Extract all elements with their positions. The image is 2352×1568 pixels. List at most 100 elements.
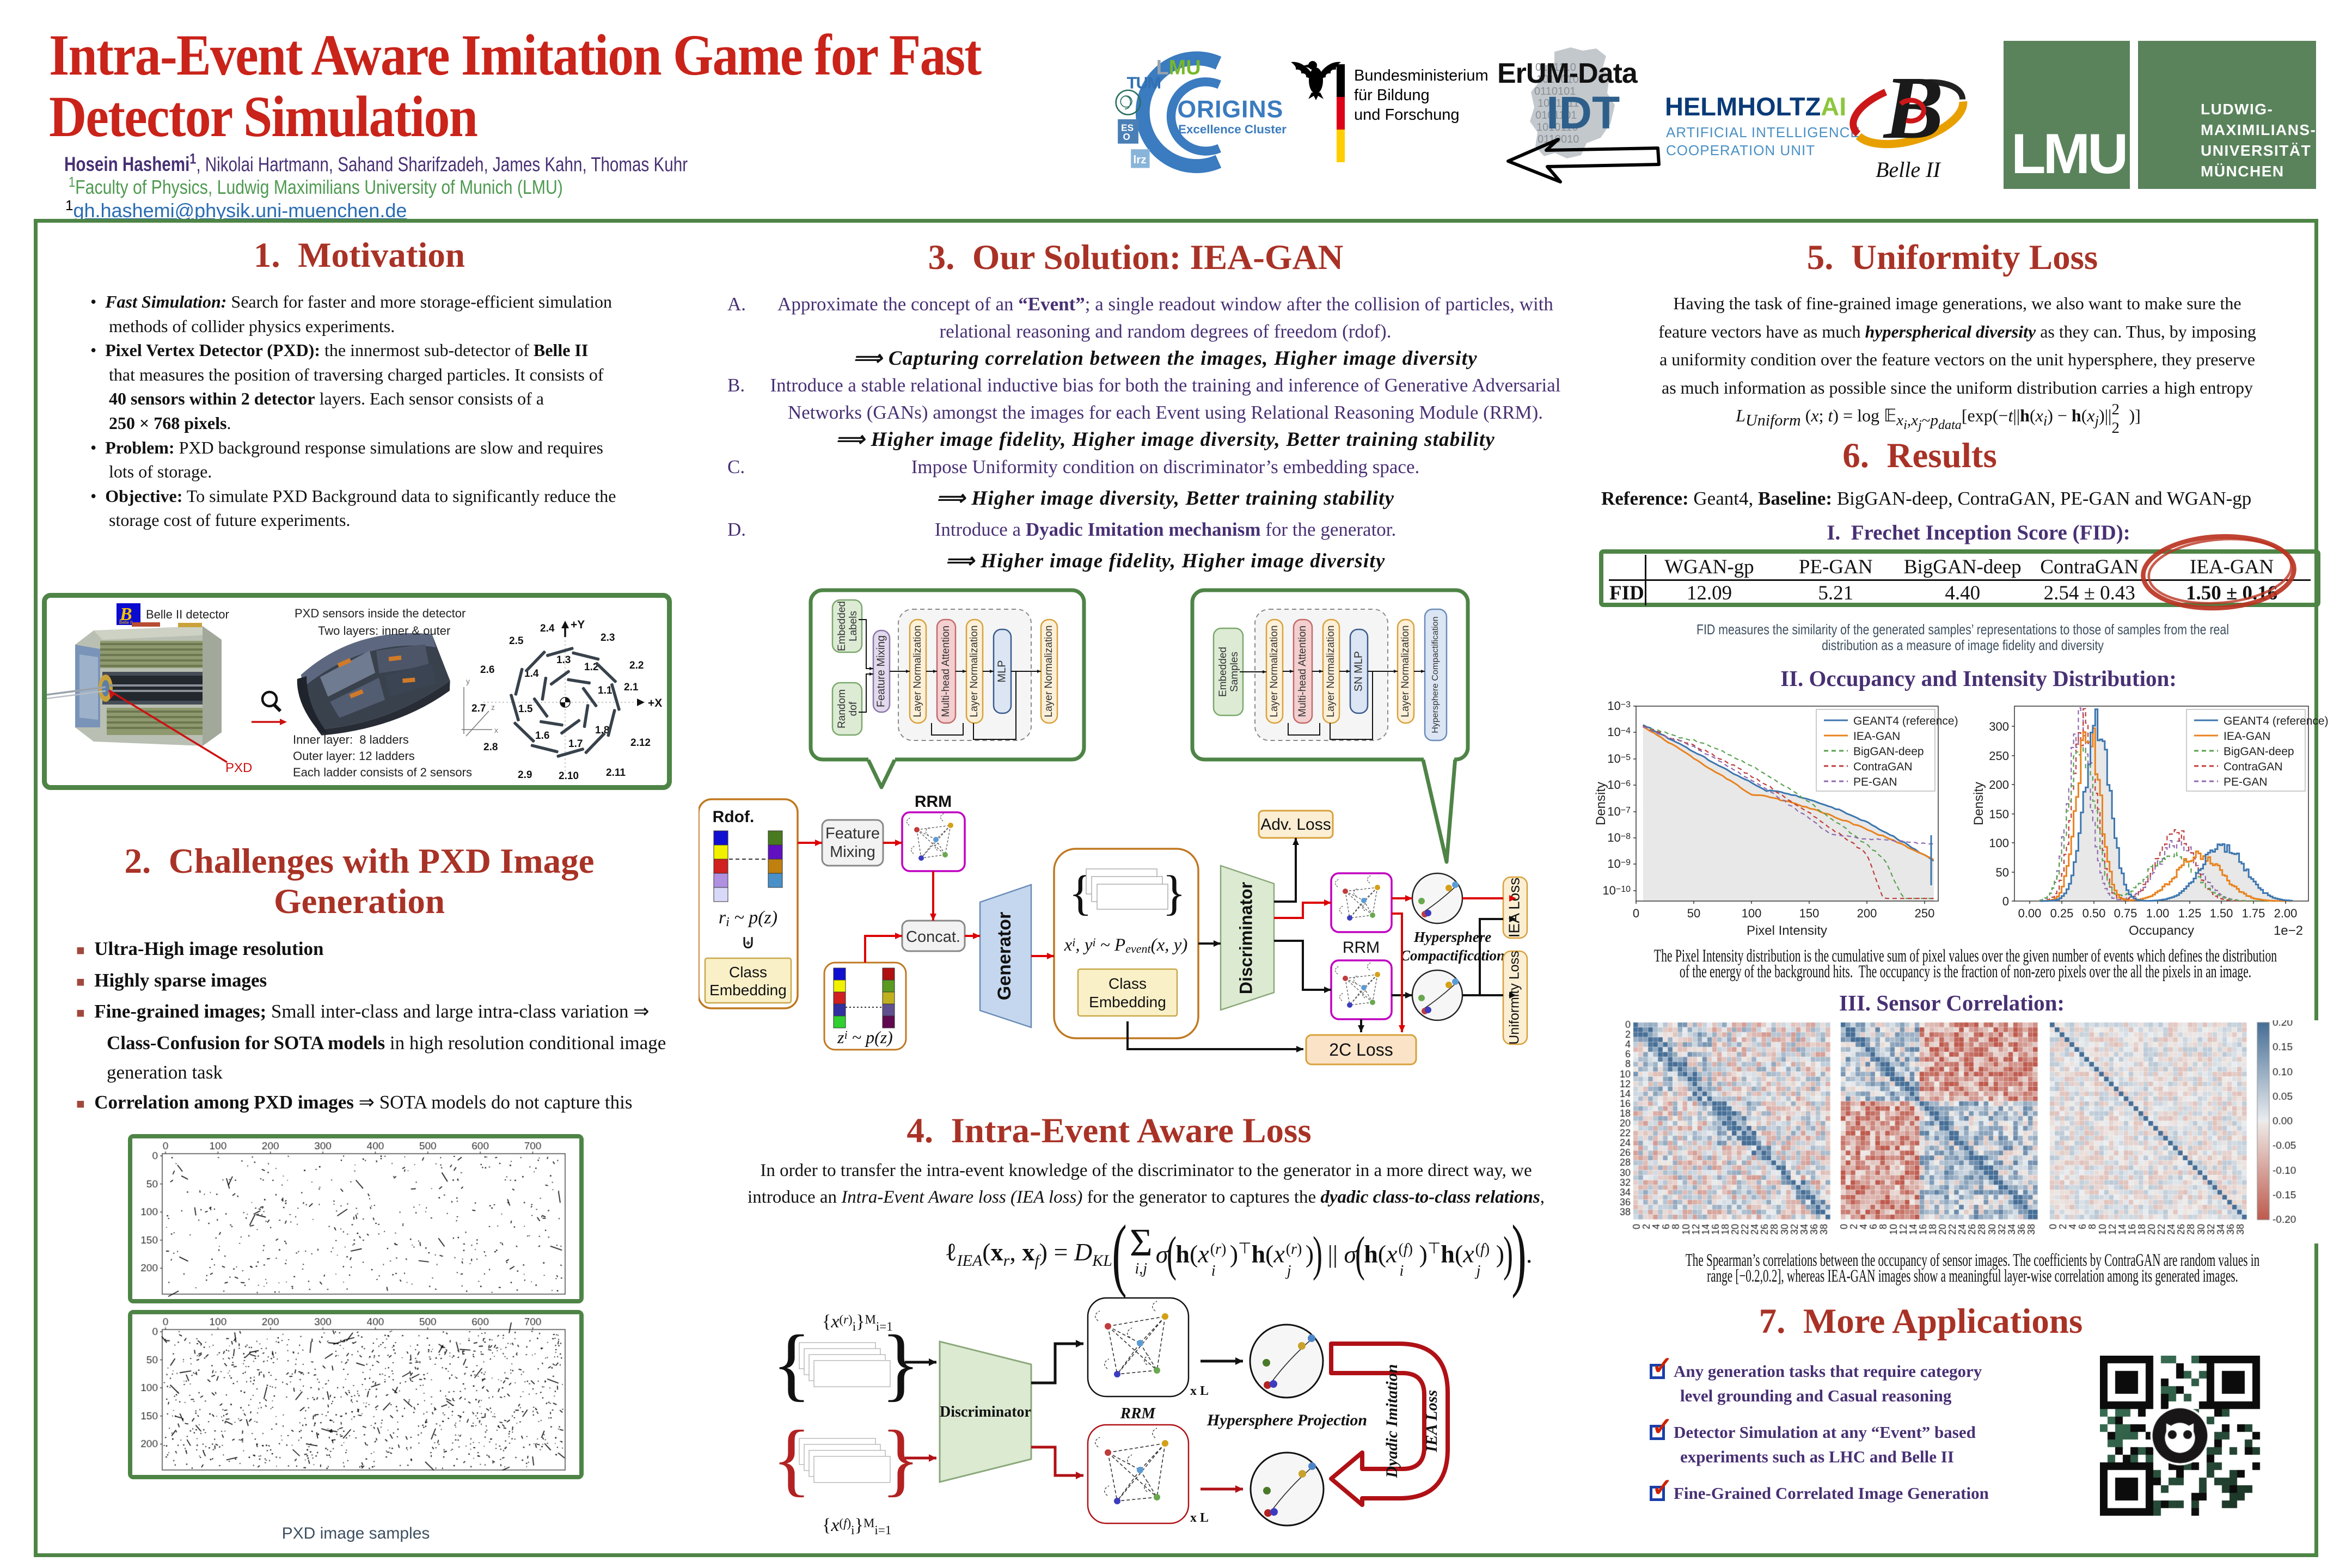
svg-text:lrz: lrz	[1133, 154, 1146, 166]
svg-text:2.2: 2.2	[629, 660, 644, 671]
svg-text:Concat.: Concat.	[906, 928, 960, 946]
svg-text:Dyadic Imitation: Dyadic Imitation	[1383, 1364, 1401, 1478]
svg-text:Occupancy: Occupancy	[2129, 923, 2194, 938]
svg-text:B: B	[119, 604, 132, 624]
svg-text:Discriminator: Discriminator	[940, 1404, 1031, 1420]
svg-text:Embedded: Embedded	[1217, 647, 1229, 697]
svg-text:2.6: 2.6	[480, 664, 494, 676]
svg-text:x: x	[494, 726, 498, 734]
svg-text:0.50: 0.50	[2082, 906, 2106, 920]
svg-text:Each ladder consists of 2 sens: Each ladder consists of 2 sensors	[293, 765, 472, 779]
svg-text:+X: +X	[648, 697, 662, 709]
svg-text:IEA-GAN: IEA-GAN	[1853, 730, 1900, 743]
svg-text:IEA Loss: IEA Loss	[1423, 1390, 1441, 1453]
svg-text:2.00: 2.00	[2274, 906, 2298, 920]
svg-text:⊎: ⊎	[741, 930, 755, 953]
svg-text:150: 150	[1799, 906, 1820, 920]
svg-text:ES: ES	[1121, 122, 1134, 133]
svg-text:ContraGAN: ContraGAN	[1853, 761, 1913, 773]
svg-text:Hypersphere: Hypersphere	[1413, 929, 1491, 945]
svg-text:TUM: TUM	[1126, 73, 1160, 92]
svg-text:Density: Density	[1595, 782, 1608, 825]
svg-text:2.5: 2.5	[509, 635, 524, 647]
svg-text:{x(r)i}Mi=1: {x(r)i}Mi=1	[822, 1312, 893, 1333]
svg-text:B: B	[1883, 58, 1944, 157]
svg-text:O: O	[1123, 131, 1130, 142]
svg-text:PE-GAN: PE-GAN	[1853, 776, 1897, 788]
svg-text:1.00: 1.00	[2146, 906, 2170, 920]
svg-text:HELMHOLTZAI: HELMHOLTZAI	[1665, 92, 1846, 121]
svg-text:250: 250	[1915, 906, 1935, 920]
svg-text:MAXIMILIANS-: MAXIMILIANS-	[2201, 121, 2316, 138]
svg-text:LMU: LMU	[1156, 57, 1201, 79]
svg-text:x L: x L	[1190, 1384, 1209, 1398]
svg-text:50: 50	[1687, 906, 1700, 920]
svg-text:BigGAN-deep: BigGAN-deep	[2224, 745, 2294, 758]
svg-text:xi, yi ~ Pevent(x, y): xi, yi ~ Pevent(x, y)	[1064, 935, 1188, 955]
svg-text:Belle II: Belle II	[119, 620, 132, 625]
svg-text:Hypersphere Compactification: Hypersphere Compactification	[1431, 616, 1440, 733]
svg-text:Rdof.: Rdof.	[713, 808, 755, 826]
svg-text:GEANT4 (reference): GEANT4 (reference)	[2224, 715, 2329, 727]
svg-text:Samples: Samples	[1229, 652, 1240, 692]
svg-text:PE-GAN: PE-GAN	[2224, 776, 2268, 788]
svg-text:Layer Normalization: Layer Normalization	[969, 626, 980, 718]
svg-text:0101110: 0101110	[1535, 62, 1576, 74]
svg-text:1.75: 1.75	[2242, 906, 2265, 920]
svg-text:Multi-head Attention: Multi-head Attention	[1297, 626, 1308, 717]
svg-text:Discriminator: Discriminator	[1236, 882, 1255, 994]
svg-text:Embedding: Embedding	[1089, 994, 1166, 1010]
svg-text:10−4: 10−4	[1607, 725, 1631, 739]
svg-text:COOPERATION UNIT: COOPERATION UNIT	[1666, 142, 1815, 158]
svg-text:Layer Normalization: Layer Normalization	[1043, 626, 1055, 718]
svg-text:x L: x L	[1190, 1511, 1209, 1525]
svg-text:Outer layer: 12 ladders: Outer layer: 12 ladders	[293, 749, 415, 763]
svg-text:0101101: 0101101	[1535, 109, 1577, 121]
svg-text:dof: dof	[848, 701, 859, 716]
svg-text:MLP: MLP	[996, 660, 1008, 682]
svg-text:ORIGINS: ORIGINS	[1177, 96, 1283, 123]
svg-text:Belle II: Belle II	[1876, 157, 1941, 182]
svg-text:0.75: 0.75	[2114, 906, 2137, 920]
svg-text:{x(f)i}Mi=1: {x(f)i}Mi=1	[822, 1515, 891, 1537]
svg-text:Layer Normalization: Layer Normalization	[912, 626, 923, 718]
svg-text:1.1: 1.1	[598, 685, 612, 696]
svg-text:2.1: 2.1	[624, 682, 639, 693]
svg-text:Class: Class	[729, 964, 767, 981]
svg-text:200: 200	[1857, 906, 1877, 920]
svg-text:10−6: 10−6	[1607, 778, 1631, 792]
svg-text:2.12: 2.12	[630, 737, 651, 749]
svg-text:Embedding: Embedding	[709, 982, 787, 999]
svg-text:1.7: 1.7	[568, 738, 583, 750]
svg-text:für Bildung: für Bildung	[1354, 87, 1430, 104]
svg-text:250: 250	[1989, 749, 2009, 763]
svg-text:Layer Normalization: Layer Normalization	[1400, 626, 1411, 718]
svg-text:Multi-head Attention: Multi-head Attention	[940, 626, 952, 717]
svg-text:0.25: 0.25	[2050, 906, 2074, 920]
svg-text:Class: Class	[1108, 975, 1147, 992]
svg-text:Bundesministerium: Bundesministerium	[1354, 67, 1489, 84]
svg-text:100: 100	[1742, 906, 1762, 920]
svg-text:Layer Normalization: Layer Normalization	[1269, 626, 1280, 718]
svg-text:10−3: 10−3	[1607, 700, 1631, 713]
svg-text:LMU: LMU	[2011, 122, 2126, 186]
svg-text:Inner layer: 8 ladders: Inner layer: 8 ladders	[293, 733, 409, 746]
svg-text:Feature: Feature	[825, 825, 880, 842]
svg-text:IEA Loss: IEA Loss	[1505, 878, 1522, 938]
svg-text:RRM: RRM	[915, 793, 952, 811]
svg-text:GEANT4 (reference): GEANT4 (reference)	[1853, 715, 1958, 727]
svg-text:2.9: 2.9	[518, 769, 532, 781]
svg-text:0: 0	[2002, 895, 2009, 908]
svg-text:Pixel Intensity: Pixel Intensity	[1747, 923, 1827, 938]
svg-text:Compactification: Compactification	[1400, 947, 1505, 964]
svg-text:IDT: IDT	[1546, 87, 1620, 138]
svg-text:2.4: 2.4	[540, 623, 555, 634]
svg-text:Labels: Labels	[848, 611, 859, 641]
svg-text:PXD sensors inside the detecto: PXD sensors inside the detector	[295, 607, 465, 620]
svg-text:Excellence Cluster: Excellence Cluster	[1178, 122, 1287, 136]
svg-text:2C Loss: 2C Loss	[1329, 1040, 1393, 1059]
svg-text:MÜNCHEN: MÜNCHEN	[2201, 163, 2284, 180]
svg-text:1.5: 1.5	[518, 703, 533, 715]
svg-text:10−5: 10−5	[1607, 752, 1631, 765]
svg-text:0: 0	[1633, 906, 1639, 920]
